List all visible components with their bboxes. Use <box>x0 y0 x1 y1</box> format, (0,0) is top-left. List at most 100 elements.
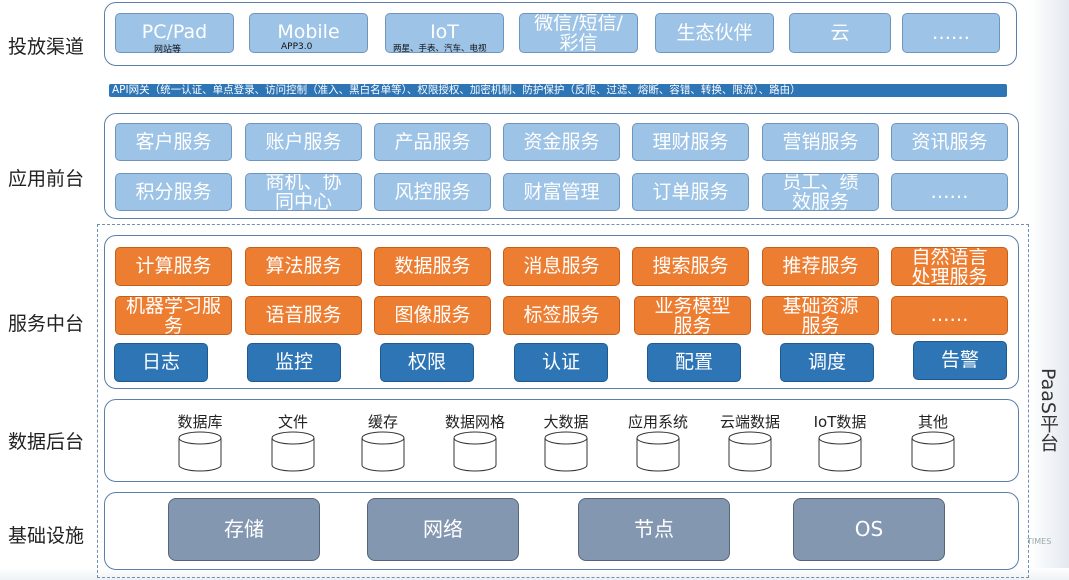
front-service: 账户服务 <box>245 123 362 161</box>
front-service-label: 员工、绩效服务 <box>782 173 859 211</box>
front-service-label: 理财服务 <box>652 130 729 153</box>
front-service: 财富管理 <box>503 173 620 211</box>
data-store-label: 数据网格 <box>444 413 505 431</box>
middle-service-label: 标签服务 <box>523 304 600 326</box>
middle-service: 计算服务 <box>115 247 232 286</box>
front-service-label: 积分服务 <box>135 180 212 203</box>
middle-service: 标签服务 <box>503 296 620 335</box>
middle-basic-service: 告警 <box>913 341 1007 380</box>
middle-service: …… <box>891 296 1008 335</box>
middle-service-label: 推荐服务 <box>782 255 859 277</box>
channel-wechat-sms: 微信/短信/彩信 <box>519 13 638 53</box>
infra-item-label: 存储 <box>224 517 264 541</box>
channel-wechat-sms-label: 微信/短信/彩信 <box>534 13 623 53</box>
data-store-label: 其他 <box>917 413 948 431</box>
middle-service-label: 基础资源服务 <box>782 296 859 335</box>
channel-pc-pad: PC/Pad <box>115 13 234 53</box>
channel-iot-sub: 两星、手表、汽车、电视 <box>393 44 487 54</box>
middle-service: 语音服务 <box>245 296 362 335</box>
middle-basic-service: 日志 <box>114 343 208 382</box>
database-icon <box>818 431 862 472</box>
middle-service-label: 算法服务 <box>265 255 342 277</box>
infra-item-label: 节点 <box>634 517 674 541</box>
layer-label-middle: 服务中台 <box>8 313 85 335</box>
channel-iot-label: IoT <box>430 21 459 43</box>
middle-service: 基础资源服务 <box>762 296 879 335</box>
layer-label-channel: 投放渠道 <box>8 36 85 58</box>
front-service: 员工、绩效服务 <box>762 173 879 211</box>
right-background-fade <box>1030 0 1069 580</box>
middle-service-label: 机器学习服务 <box>126 296 222 335</box>
database-icon <box>178 431 222 472</box>
data-store-label: 数据库 <box>177 413 223 431</box>
front-service-label: 营销服务 <box>782 130 859 153</box>
watermark: TIMES <box>1027 537 1052 546</box>
channel-more-label: …… <box>932 21 970 44</box>
middle-service: 消息服务 <box>503 247 620 286</box>
channel-partners-label: 生态伙伴 <box>676 21 753 44</box>
front-service-label: 订单服务 <box>652 180 729 203</box>
infra-item: OS <box>793 498 945 561</box>
middle-basic-service: 认证 <box>514 343 608 382</box>
front-service: 商机、协同中心 <box>245 173 362 211</box>
middle-basic-service: 配置 <box>647 343 741 382</box>
data-store: 文件 <box>258 411 328 472</box>
data-store: 应用系统 <box>623 411 693 472</box>
middle-basic-label: 调度 <box>807 351 846 373</box>
middle-service-label: …… <box>930 304 969 326</box>
front-service: 资金服务 <box>503 123 620 161</box>
paas-boundary <box>97 224 1029 578</box>
front-service-label: 账户服务 <box>265 130 342 153</box>
data-store-label: 缓存 <box>367 413 398 431</box>
data-store: 大数据 <box>531 411 601 472</box>
middle-basic-label: 监控 <box>274 351 313 373</box>
middle-service: 推荐服务 <box>762 247 879 286</box>
data-store-label: 应用系统 <box>627 413 688 431</box>
data-store: 数据库 <box>165 411 235 472</box>
front-service: 积分服务 <box>115 173 232 211</box>
middle-service: 图像服务 <box>374 296 491 335</box>
channel-iot: IoT <box>385 13 504 53</box>
middle-service-label: 业务模型服务 <box>654 296 731 335</box>
middle-basic-service: 调度 <box>780 343 874 382</box>
data-store: 数据网格 <box>440 411 510 472</box>
middle-service: 业务模型服务 <box>634 296 751 335</box>
channel-cloud: 云 <box>789 13 891 53</box>
middle-service-label: 消息服务 <box>523 255 600 277</box>
middle-basic-label: 配置 <box>674 351 713 373</box>
database-icon <box>271 431 315 472</box>
middle-service-label: 搜索服务 <box>652 255 729 277</box>
middle-basic-service: 权限 <box>380 343 474 382</box>
data-store-label: IoT数据 <box>813 413 867 431</box>
database-icon <box>544 431 588 472</box>
middle-service-label: 自然语言处理服务 <box>911 247 988 286</box>
infra-item: 节点 <box>578 498 730 561</box>
paas-platform-label: PaaS平台 <box>1037 368 1059 452</box>
data-store: 缓存 <box>348 411 418 472</box>
database-icon <box>361 431 405 472</box>
infra-item: 存储 <box>168 498 320 561</box>
channel-pc-pad-sub: 网站等 <box>154 45 182 55</box>
front-service: …… <box>891 173 1008 211</box>
data-store-label: 文件 <box>277 413 308 431</box>
database-icon <box>728 431 772 472</box>
channel-more: …… <box>902 13 1000 53</box>
middle-service-label: 数据服务 <box>394 255 471 277</box>
front-service-label: 商机、协同中心 <box>265 173 342 211</box>
front-service: 产品服务 <box>374 123 491 161</box>
data-store: IoT数据 <box>805 411 875 472</box>
infra-item-label: OS <box>854 517 884 541</box>
middle-service-label: 语音服务 <box>265 304 342 326</box>
layer-label-data: 数据后台 <box>8 431 85 453</box>
data-store-label: 云端数据 <box>719 413 780 431</box>
channel-partners: 生态伙伴 <box>655 13 774 53</box>
middle-service-label: 图像服务 <box>394 304 471 326</box>
middle-basic-service: 监控 <box>247 343 341 382</box>
front-service-label: 风控服务 <box>394 180 471 203</box>
front-service-label: 资讯服务 <box>911 130 988 153</box>
data-store: 其他 <box>898 411 968 472</box>
middle-service: 自然语言处理服务 <box>891 247 1008 286</box>
middle-basic-label: 告警 <box>940 349 979 371</box>
database-icon <box>911 431 955 472</box>
